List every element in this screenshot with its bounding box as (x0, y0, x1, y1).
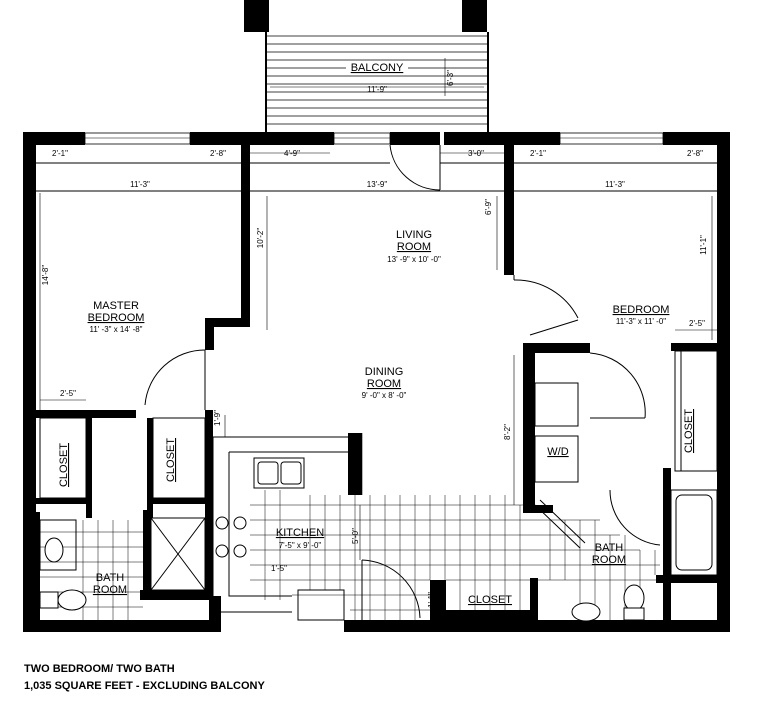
dim-balcony-depth: 6'-3" (446, 70, 455, 86)
kitchen-size: 7'-5" x 9' -0" (279, 541, 322, 550)
closet-entry-label: CLOSET (468, 594, 512, 606)
dim-hall-offset: 1'-9" (213, 410, 222, 426)
windows (84, 132, 664, 145)
burner-icon (215, 516, 229, 530)
dim-bedroom-depth: 11'-1" (699, 235, 708, 255)
dim-kitchen-counter: 1'-5" (271, 564, 287, 573)
balcony-area (244, 0, 489, 132)
dim-master-closet: 2'-5" (60, 389, 76, 398)
tile-floor (40, 490, 660, 620)
dining-room-label-2: ROOM (367, 378, 401, 390)
interior-walls (36, 145, 717, 623)
left-bath-label: BATH (96, 572, 125, 584)
dim-bedroom-closet: 2'-5" (689, 319, 705, 328)
dim-master-window-left: 2'-1" (52, 149, 68, 158)
entry-door-icon (361, 559, 421, 619)
balcony-decking (266, 35, 488, 125)
dim-living-window-left: 4'-9" (284, 149, 300, 158)
wd-door-icon (589, 352, 646, 419)
closet-bedroom-label: CLOSET (683, 409, 695, 453)
left-bath-sink-icon (44, 537, 64, 563)
balcony-post-right (462, 0, 487, 32)
dining-room-label: DINING (365, 366, 404, 378)
dim-balcony-width: 11'-9" (367, 85, 387, 94)
bedroom-door-icon (513, 279, 579, 319)
balcony-post-left (244, 0, 269, 32)
closet-hall-label: CLOSET (165, 438, 177, 482)
living-room-label-2: ROOM (397, 241, 431, 253)
balcony-door-icon (389, 144, 441, 191)
dim-master-depth: 14'-8" (41, 265, 50, 286)
left-bath-label-2: ROOM (93, 584, 127, 596)
dim-kitchen-depth: 5'-0" (351, 528, 360, 544)
bedroom-size: 11'-3" x 11' -0" (616, 317, 666, 326)
master-bedroom-label-2: BEDROOM (88, 312, 145, 324)
balcony-label: BALCONY (351, 62, 404, 74)
dim-living-width: 13'-9" (367, 180, 388, 189)
dimension-lines (39, 152, 717, 608)
dim-dining-depth: 8'-2" (503, 424, 512, 440)
doors (144, 144, 661, 620)
master-bedroom-size: 11' -3" x 14' -8" (89, 325, 142, 334)
dining-room-size: 9' -0" x 8' -0" (362, 391, 407, 400)
exterior-walls (23, 132, 730, 632)
living-room-size: 13' -9" x 10' -0" (387, 255, 441, 264)
left-toilet-icon (57, 589, 87, 611)
kitchen-label: KITCHEN (276, 527, 324, 539)
dim-living-depth: 10'-2" (256, 228, 265, 249)
dim-balcony-door: 3'-0" (468, 149, 484, 158)
closet-master-label: CLOSET (58, 443, 70, 487)
dim-counter: 3'-4" (353, 456, 362, 472)
bath-right-door-icon (609, 489, 661, 546)
dim-entry-closet: 1'-1" (427, 592, 436, 608)
dim-master-width: 11'-3" (130, 180, 150, 189)
fixtures (39, 457, 645, 622)
bedroom-label: BEDROOM (613, 304, 670, 316)
right-bath-label-2: ROOM (592, 554, 626, 566)
dim-master-window-right: 2'-8" (210, 149, 226, 158)
dim-bedroom-width: 11'-3" (605, 180, 625, 189)
right-bath-label: BATH (595, 542, 624, 554)
right-toilet-icon (623, 584, 645, 612)
dim-living-nook: 6'-9" (484, 199, 493, 215)
living-room-label: LIVING (396, 229, 432, 241)
dim-bedroom-window-right: 2'-8" (687, 149, 703, 158)
plan-area: 1,035 SQUARE FEET - EXCLUDING BALCONY (24, 680, 265, 692)
washer-dryer-label: W/D (547, 446, 568, 458)
master-door-icon (144, 349, 206, 406)
plan-title: TWO BEDROOM/ TWO BATH (24, 663, 175, 675)
right-bath-sink-icon (571, 602, 601, 622)
master-bedroom-label: MASTER (93, 300, 139, 312)
interior-lines (36, 162, 718, 621)
dim-bedroom-window-left: 2'-1" (530, 149, 546, 158)
